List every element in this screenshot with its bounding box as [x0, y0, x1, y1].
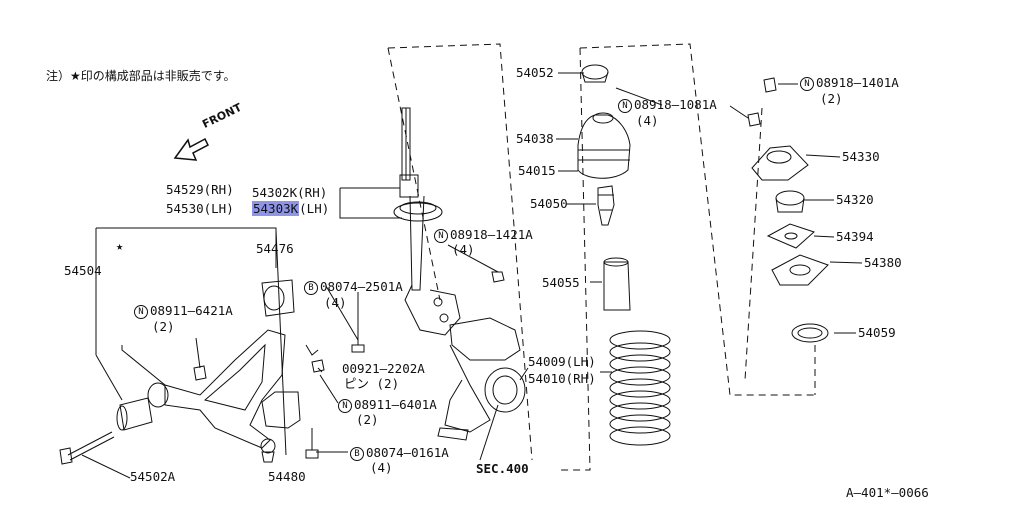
front-arrow-icon [173, 137, 209, 161]
part-54504[interactable]: 54504 [64, 263, 102, 278]
part-54059[interactable]: 54059 [858, 325, 896, 340]
nut-1401a-text: 08918–1401A [816, 75, 899, 90]
stabilizer-bushing [261, 279, 295, 317]
highlighted-part-code: 54303K [252, 201, 300, 216]
part-54380[interactable]: 54380 [864, 255, 902, 270]
b-marker-icon: B [304, 281, 318, 295]
b-marker-icon: B [350, 447, 364, 461]
nut-6401a-qty: (2) [356, 412, 379, 427]
bolt-1081a [747, 112, 761, 127]
part-54038[interactable]: 54038 [516, 131, 554, 146]
part-54302k[interactable]: 54302K(RH) [252, 185, 328, 200]
arm-bushing [119, 397, 153, 431]
part-54303k-side: (LH) [299, 201, 330, 216]
part-54502a[interactable]: 54502A [130, 469, 176, 484]
part-54009[interactable]: 54009(LH) [528, 354, 596, 369]
nut-1401a [763, 77, 777, 93]
lower-control-arm [164, 329, 286, 449]
pin-2202a-label: ピン (2) [344, 376, 400, 391]
part-54052[interactable]: 54052 [516, 65, 554, 80]
part-54320[interactable]: 54320 [836, 192, 874, 207]
coil-spring [609, 330, 671, 446]
bolt-2501a-qty: (4) [324, 295, 347, 310]
spring-insulator [791, 323, 829, 343]
bump-stop-cap [581, 64, 609, 80]
pin-2202a-code[interactable]: 00921–2202A [342, 361, 425, 376]
part-54050[interactable]: 54050 [530, 196, 568, 211]
nut-6421a-text: 08911–6421A [150, 303, 233, 318]
n-marker-icon: N [800, 77, 814, 91]
part-54476[interactable]: 54476 [256, 241, 294, 256]
spring-outline-dashed [579, 43, 815, 396]
strut-outline-dashed [387, 43, 533, 461]
bolt-0161a-text: 08074–0161A [366, 445, 449, 460]
bolt-1081a-qty: (4) [636, 113, 659, 128]
bump-cylinder [603, 261, 631, 311]
diagram-ref: A–401*–0066 [846, 485, 929, 500]
nut-1421a-qty: (4) [452, 242, 475, 257]
mount-plate [766, 223, 815, 249]
part-54055[interactable]: 54055 [542, 275, 580, 290]
nut-1421a-text: 08918–1421A [450, 227, 533, 242]
part-54530[interactable]: 54530(LH) [166, 201, 234, 216]
star-marker: ★ [116, 239, 124, 253]
n-marker-icon: N [134, 305, 148, 319]
steering-knuckle [449, 317, 521, 361]
part-54394[interactable]: 54394 [836, 229, 874, 244]
bump-rubber [597, 185, 615, 226]
part-54303k[interactable]: 54303K(LH) [252, 201, 330, 216]
section-400-link[interactable]: SEC.400 [476, 461, 529, 476]
nut-6421a-qty: (2) [152, 319, 175, 334]
bolt-0161a-qty: (4) [370, 460, 393, 475]
part-54529[interactable]: 54529(RH) [166, 182, 234, 197]
upper-mount [751, 145, 809, 181]
part-54015[interactable]: 54015 [518, 163, 556, 178]
bolt-1081a-text: 08918–1081A [634, 97, 717, 112]
mount-bushing [775, 190, 805, 206]
part-54010[interactable]: 54010(RH) [528, 371, 596, 386]
n-marker-icon: N [618, 99, 632, 113]
n-marker-icon: N [434, 229, 448, 243]
stabilizer-bracket [261, 391, 301, 429]
mount-outline-dashed [744, 107, 763, 381]
spring-seat [771, 254, 829, 286]
nut-1401a-qty: (2) [820, 91, 843, 106]
bolt-2501a-text: 08074–2501A [320, 279, 403, 294]
long-bolt [67, 431, 115, 461]
part-54480[interactable]: 54480 [268, 469, 306, 484]
dust-boot [577, 114, 631, 179]
nut-6401a-text: 08911–6401A [354, 397, 437, 412]
note-text: 注）★印の構成部品は非販売です。 [46, 69, 236, 83]
n-marker-icon: N [338, 399, 352, 413]
part-54330[interactable]: 54330 [842, 149, 880, 164]
